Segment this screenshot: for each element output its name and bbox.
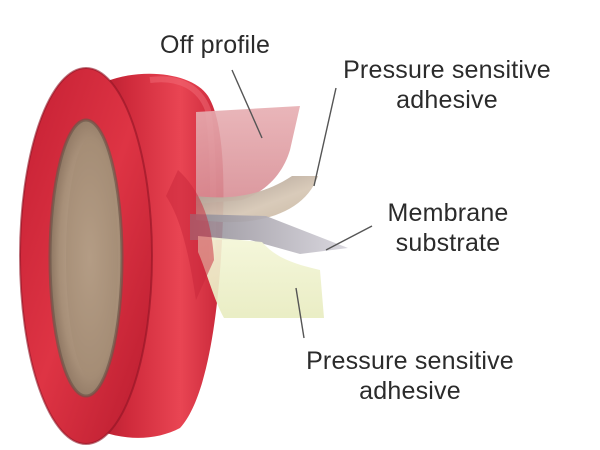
label-pressure-sensitive-adhesive-bottom: Pressure sensitive adhesive [280,346,540,406]
leader-psa-bottom [295,287,305,339]
tape-roll [19,67,224,445]
leader-psa-top [313,87,337,187]
leader-membrane [325,225,373,251]
label-membrane-substrate: Membrane substrate [360,198,536,258]
membrane-layer [190,214,348,254]
label-membrane-line2: substrate [395,229,501,257]
label-psa-top-line2: adhesive [396,86,498,114]
label-psa-bottom-line1: Pressure sensitive [306,347,514,375]
liner-curl [196,176,318,223]
label-pressure-sensitive-adhesive-top: Pressure sensitive adhesive [322,55,572,115]
leader-off-profile [231,69,263,139]
bottom-adhesive-layer [198,236,324,318]
leader-lines [231,69,373,339]
label-psa-bottom-line2: adhesive [359,377,461,405]
top-adhesive-layer [196,106,300,204]
label-off-profile: Off profile [160,30,310,60]
label-membrane-line1: Membrane [387,199,509,227]
tape-layers [166,106,348,318]
label-psa-top-line1: Pressure sensitive [343,56,551,84]
label-off-profile-text: Off profile [160,31,271,59]
